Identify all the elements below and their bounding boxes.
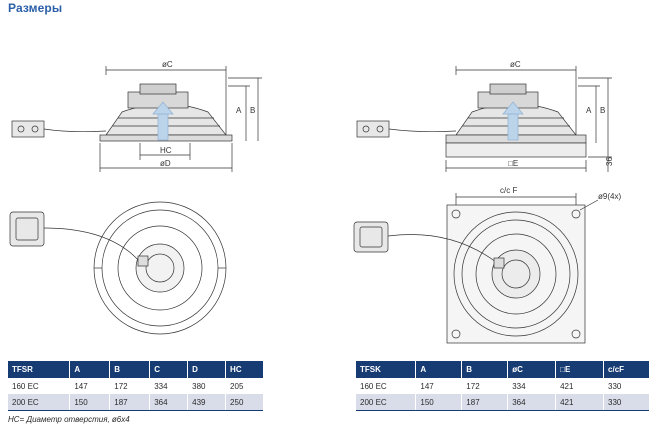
dim-right-b: B <box>600 106 605 115</box>
table-cell: 334 <box>507 378 557 394</box>
spec-table-tfsk: TFSK A B øC □E c/cF 160 EC 147 172 334 4… <box>356 361 650 411</box>
table-header-cell: □E <box>555 361 605 378</box>
table-cell: 205 <box>225 378 264 394</box>
table-row: 200 EC 150 187 364 421 330 <box>356 394 650 410</box>
dim-left-oc: øC <box>162 60 173 69</box>
footnote: HC= Диаметр отверстия, ø6x4 <box>8 415 130 424</box>
table-header-cell: D <box>187 361 227 378</box>
dim-right-36: 36 <box>605 157 614 166</box>
table-header-cell: A <box>69 361 111 378</box>
table-cell: 187 <box>109 394 151 410</box>
table-header-cell: HC <box>225 361 264 378</box>
table-header-cell: c/cF <box>603 361 650 378</box>
table-row: 160 EC 147 172 334 421 330 <box>356 378 650 394</box>
table-header-cell: B <box>109 361 151 378</box>
section-heading: Размеры <box>8 1 63 15</box>
dim-left-a: A <box>236 106 242 115</box>
table-header-cell: øC <box>507 361 557 378</box>
table-cell: 421 <box>555 378 605 394</box>
dim-right-a: A <box>586 106 592 115</box>
table-cell: 364 <box>507 394 557 410</box>
table-header-row: TFSK A B øC □E c/cF <box>356 361 650 378</box>
table-cell: 160 EC <box>356 378 417 394</box>
table-cell: 160 EC <box>8 378 71 394</box>
dim-left-hc: HC <box>160 146 172 155</box>
table-cell: 187 <box>461 394 509 410</box>
table-cell: 330 <box>603 394 650 410</box>
table-cell: 150 <box>69 394 111 410</box>
table-row: 200 EC 150 187 364 439 250 <box>8 394 264 410</box>
table-cell: 421 <box>555 394 605 410</box>
dim-right-e: □E <box>508 159 518 168</box>
dim-right-oc: øC <box>510 60 521 69</box>
dim-left-od: øD <box>160 159 171 168</box>
table-cell: 150 <box>415 394 463 410</box>
table-cell: 200 EC <box>8 394 71 410</box>
table-cell: 364 <box>149 394 189 410</box>
table-cell: 380 <box>187 378 227 394</box>
table-header-cell: TFSR <box>8 361 71 378</box>
dim-left-b: B <box>250 106 255 115</box>
right-plan-view <box>353 193 599 344</box>
table-header-row: TFSR A B C D HC <box>8 361 264 378</box>
table-cell: 147 <box>415 378 463 394</box>
left-side-view <box>11 66 262 172</box>
table-header-cell: TFSK <box>356 361 417 378</box>
spec-table-tfsr: TFSR A B C D HC 160 EC 147 172 334 380 2… <box>8 361 264 411</box>
table-cell: 334 <box>149 378 189 394</box>
dim-right-holes: ø9(4x) <box>598 192 621 201</box>
table-cell: 250 <box>225 394 264 410</box>
table-row: 160 EC 147 172 334 380 205 <box>8 378 264 394</box>
dim-right-cf: c/c F <box>500 186 517 195</box>
right-side-view <box>356 66 612 172</box>
table-cell: 439 <box>187 394 227 410</box>
table-header-cell: A <box>415 361 463 378</box>
table-cell: 147 <box>69 378 111 394</box>
left-plan-view <box>9 201 227 335</box>
table-header-cell: C <box>149 361 189 378</box>
table-cell: 172 <box>461 378 509 394</box>
table-cell: 200 EC <box>356 394 417 410</box>
table-header-cell: B <box>461 361 509 378</box>
table-cell: 172 <box>109 378 151 394</box>
table-cell: 330 <box>603 378 650 394</box>
